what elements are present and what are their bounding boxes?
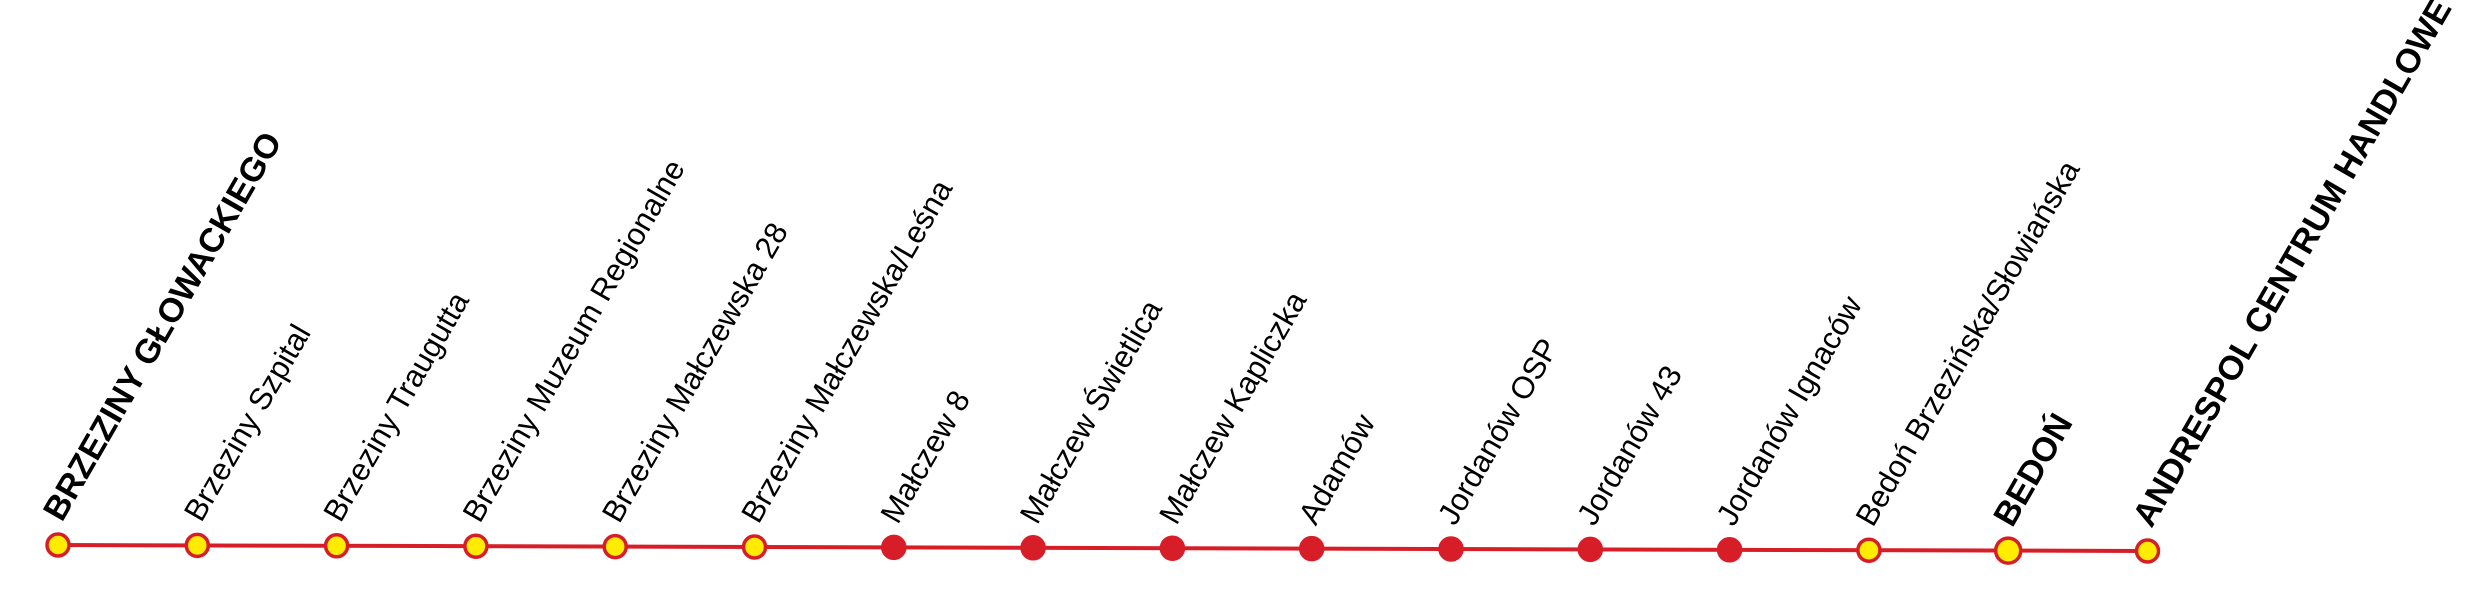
stop-label: Adamów bbox=[1291, 408, 1382, 530]
stop-label: BEDOŃ bbox=[1986, 407, 2080, 532]
stop-andrespol-centrum-handlowe: ANDRESPOL CENTRUM HANDLOWE bbox=[2126, 0, 2460, 564]
stop-label: Małczew Kapliczka bbox=[1152, 285, 1314, 530]
stop-brzeziny-muzeum-regionalne: Brzeziny Muzeum Regionalne bbox=[456, 154, 692, 559]
stop-adamow: Adamów bbox=[1291, 408, 1382, 562]
stop-label: ANDRESPOL CENTRUM HANDLOWE bbox=[2126, 0, 2460, 533]
stop-label: Jordanów Ignaców bbox=[1709, 289, 1869, 531]
stop-marker bbox=[463, 533, 489, 559]
stop-marker bbox=[1856, 537, 1882, 563]
stop-malczew-8: Małczew 8 bbox=[874, 385, 978, 561]
stop-brzeziny-szpital: Brzeziny Szpital bbox=[177, 318, 318, 559]
stop-brzeziny-glowackiego: BRZEZINY GŁOWACKIEGO bbox=[36, 126, 290, 558]
stop-marker bbox=[323, 533, 350, 559]
stop-marker bbox=[1438, 536, 1464, 562]
stop-marker bbox=[1298, 535, 1325, 562]
stop-label: BRZEZINY GŁOWACKIEGO bbox=[36, 126, 290, 527]
stop-label: Małczew 8 bbox=[874, 385, 978, 529]
stop-jordanow-osp: Jordanów OSP bbox=[1431, 332, 1566, 562]
stop-marker bbox=[602, 533, 628, 560]
stop-marker bbox=[1716, 537, 1743, 563]
stop-label: Brzeziny Traugutta bbox=[316, 285, 476, 527]
stop-jordanow-43: Jordanów 43 bbox=[1570, 360, 1689, 563]
stop-marker bbox=[2134, 538, 2161, 564]
stop-bedon: BEDOŃ bbox=[1986, 407, 2081, 565]
stop-marker bbox=[184, 532, 211, 559]
stop-label: Małczew Świetlica bbox=[1012, 293, 1169, 529]
stop-brzeziny-traugutta: Brzeziny Traugutta bbox=[316, 285, 476, 559]
stop-malczew-kapliczka: Małczew Kapliczka bbox=[1152, 285, 1314, 561]
stop-label: Jordanów OSP bbox=[1431, 332, 1566, 530]
stop-marker bbox=[881, 534, 907, 561]
stop-marker bbox=[1159, 535, 1186, 561]
stop-marker bbox=[1993, 536, 2023, 565]
stop-bedon-brzezinska-slowianska: Bedoń Brzezińska/Słowiańska bbox=[1849, 154, 2087, 563]
stop-label: Jordanów 43 bbox=[1570, 360, 1689, 531]
stop-marker bbox=[1577, 536, 1604, 563]
route-line bbox=[56, 543, 2150, 553]
stop-label: Brzeziny Szpital bbox=[177, 318, 318, 526]
stop-marker bbox=[1020, 535, 1046, 561]
stop-malczew-swietlica: Małczew Świetlica bbox=[1012, 293, 1169, 561]
stop-marker bbox=[45, 532, 71, 558]
stop-marker bbox=[741, 534, 768, 560]
stop-jordanow-ignacow: Jordanów Ignaców bbox=[1709, 289, 1869, 563]
